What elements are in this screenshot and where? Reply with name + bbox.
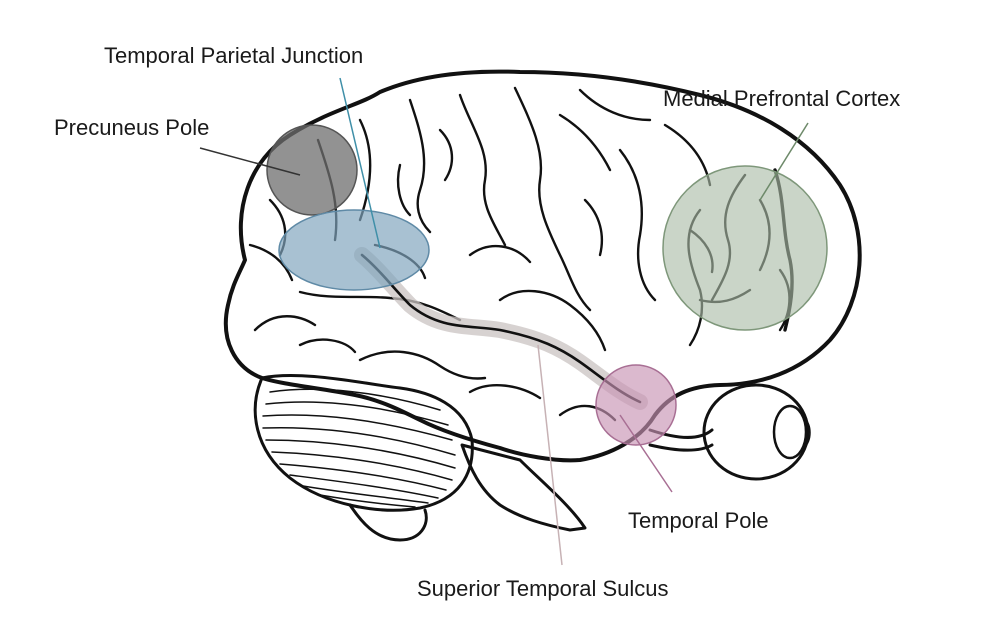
mpfc-region xyxy=(662,165,828,331)
precuneus-pole-region xyxy=(266,124,358,216)
tpj-region xyxy=(278,209,430,291)
tpj-leader-line xyxy=(339,77,381,249)
sts-region xyxy=(354,247,648,410)
cerebellum xyxy=(253,373,474,512)
label-tpj: Temporal Parietal Junction xyxy=(104,43,363,68)
brainstem xyxy=(348,443,587,542)
mpfc-leader-line xyxy=(759,122,809,201)
label-sts: Superior Temporal Sulcus xyxy=(417,576,669,601)
label-temporal-pole: Temporal Pole xyxy=(628,508,769,533)
label-mpfc: Medial Prefrontal Cortex xyxy=(663,86,900,111)
temporal-pole-leader-line xyxy=(619,414,673,493)
label-precuneus: Precuneus Pole xyxy=(54,115,209,140)
sts-leader-line xyxy=(537,344,563,566)
temporal-pole-region xyxy=(595,364,677,446)
precuneus-leader-line xyxy=(199,147,301,176)
